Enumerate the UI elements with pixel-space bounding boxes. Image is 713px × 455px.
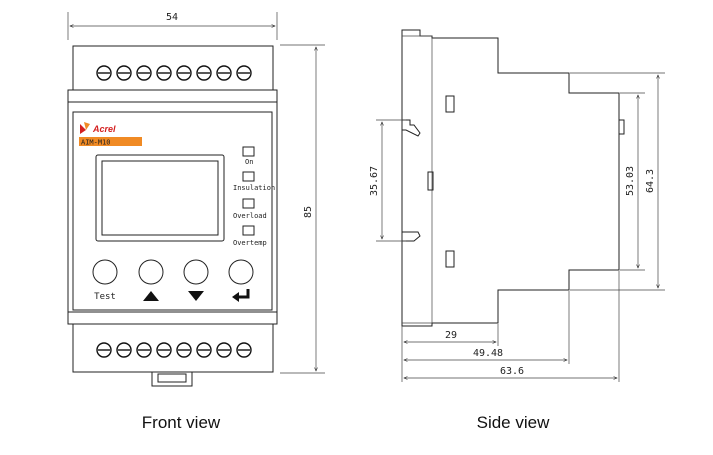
terminal-screw-icon xyxy=(96,65,112,81)
terminal-screw-icon xyxy=(156,65,172,81)
terminal-screw-icon xyxy=(136,342,152,358)
width-dim-label: 54 xyxy=(166,12,178,23)
height-dim-label: 85 xyxy=(303,206,314,218)
dimension-rail: 35.67 xyxy=(369,119,406,242)
terminal-screw-icon xyxy=(236,65,252,81)
led-insulation xyxy=(242,171,255,182)
down-triangle-icon xyxy=(188,291,204,301)
terminal-screw-icon xyxy=(196,65,212,81)
dimension-width: 54 xyxy=(67,12,278,40)
brand-logo: Acrel xyxy=(80,122,116,134)
front-panel xyxy=(72,111,273,311)
terminal-screw-icon xyxy=(176,65,192,81)
dimension-height: 85 xyxy=(280,44,325,374)
model-bar xyxy=(79,137,142,146)
brand-name: Acrel xyxy=(92,124,116,134)
indicator-panel: On Insulation Overload Overtemp xyxy=(233,146,275,247)
side-view: 35.67 53.03 64.3 29 49.48 63 xyxy=(369,29,665,432)
model-label: AIM-M10 xyxy=(81,139,111,147)
rail-notch-top xyxy=(402,119,421,137)
depth-3-label: 63.6 xyxy=(500,366,524,377)
indicator-label-insulation: Insulation xyxy=(233,184,275,192)
rail-notch-bottom xyxy=(402,231,421,242)
indicator-label-on: On xyxy=(245,158,253,166)
indicator-label-overload: Overload xyxy=(233,212,267,220)
terminal-screw-icon xyxy=(116,342,132,358)
test-button[interactable] xyxy=(92,259,118,285)
front-view-caption: Front view xyxy=(142,413,221,432)
led-on xyxy=(242,146,255,157)
terminal-screw-icon xyxy=(216,342,232,358)
button-row: Test xyxy=(92,259,254,302)
dimension-total-height: 64.3 xyxy=(570,72,665,291)
lcd-screen xyxy=(101,160,219,236)
acrel-logo-icon xyxy=(80,124,86,134)
bottom-terminal-block xyxy=(72,323,274,373)
terminal-screw-icon xyxy=(156,342,172,358)
front-height-dim-label: 53.03 xyxy=(625,166,636,196)
side-clip-bottom xyxy=(445,250,455,268)
led-overtemp xyxy=(242,225,255,236)
display-outer xyxy=(95,154,225,242)
terminal-screw-icon xyxy=(216,65,232,81)
led-overload xyxy=(242,198,255,209)
dimension-depth: 29 49.48 63.6 xyxy=(401,271,620,382)
enter-button[interactable] xyxy=(228,259,254,285)
terminal-screw-icon xyxy=(176,342,192,358)
terminal-screw-icon xyxy=(116,65,132,81)
device-housing xyxy=(67,45,278,387)
test-button-label: Test xyxy=(94,292,116,302)
bottom-terminals xyxy=(96,342,252,358)
up-button[interactable] xyxy=(138,259,164,285)
side-view-caption: Side view xyxy=(477,413,550,432)
terminal-screw-icon xyxy=(96,342,112,358)
side-clip-top xyxy=(445,95,455,113)
up-triangle-icon xyxy=(143,291,159,301)
indicator-label-overtemp: Overtemp xyxy=(233,239,267,247)
side-profile-outline xyxy=(401,29,620,327)
terminal-screw-icon xyxy=(196,342,212,358)
terminal-screw-icon xyxy=(236,342,252,358)
top-terminal-block xyxy=(72,45,274,91)
top-terminals xyxy=(96,65,252,81)
din-clip xyxy=(151,371,193,387)
depth-1-label: 29 xyxy=(445,330,457,341)
terminal-screw-icon xyxy=(136,65,152,81)
rail-dim-label: 35.67 xyxy=(369,166,380,196)
down-button[interactable] xyxy=(183,259,209,285)
depth-2-label: 49.48 xyxy=(473,348,503,359)
dimension-front-height: 53.03 xyxy=(620,92,645,271)
enter-return-icon xyxy=(232,289,250,302)
front-view: 54 85 Acrel xyxy=(67,12,325,432)
total-height-dim-label: 64.3 xyxy=(645,169,656,193)
